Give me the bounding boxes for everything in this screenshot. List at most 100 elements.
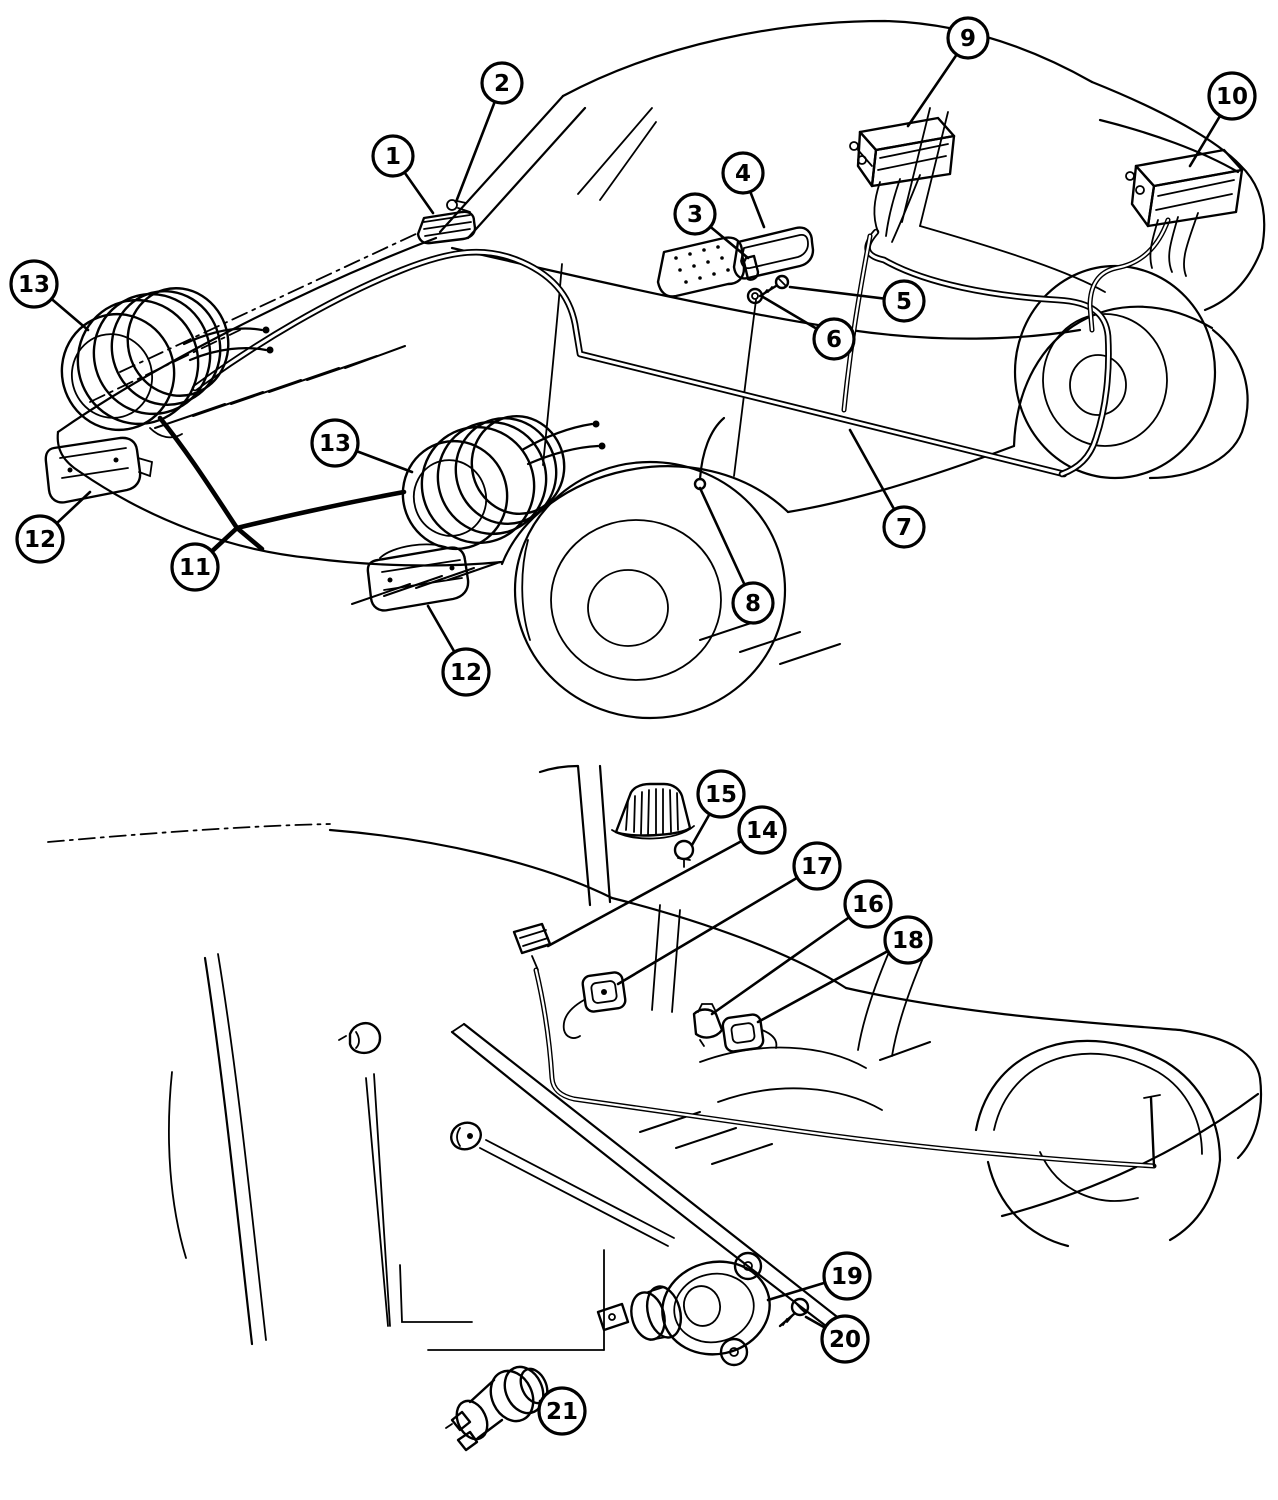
callout-20: 20 bbox=[804, 1314, 870, 1364]
callout-circle bbox=[537, 1386, 587, 1436]
headlamp-assembly-left bbox=[60, 287, 274, 439]
side-marker-nut bbox=[746, 287, 764, 305]
callout-circle bbox=[673, 192, 717, 236]
callout-number: 6 bbox=[826, 327, 842, 353]
callout-3: 3 bbox=[673, 192, 750, 260]
callout-leader-line bbox=[616, 864, 819, 986]
callout-circle bbox=[946, 16, 990, 60]
callout-leader-line bbox=[546, 828, 764, 948]
callout-12: 12 bbox=[15, 490, 92, 564]
callout-number: 4 bbox=[735, 161, 751, 187]
callout-number: 19 bbox=[831, 1264, 863, 1290]
headlamp-harness-y bbox=[157, 415, 407, 552]
callout-leader-line bbox=[756, 938, 910, 1024]
callout-circle bbox=[822, 1251, 872, 1301]
headlamp-assembly-center bbox=[401, 414, 606, 551]
callout-number: 3 bbox=[687, 202, 703, 228]
turn-signal-lamp-center bbox=[366, 543, 470, 612]
callout-13: 13 bbox=[9, 259, 90, 332]
courtesy-switch-b bbox=[721, 1013, 778, 1053]
callout-1: 1 bbox=[371, 134, 435, 215]
callout-number: 10 bbox=[1216, 84, 1248, 110]
callout-number: 12 bbox=[450, 660, 482, 686]
callout-number: 9 bbox=[960, 26, 976, 52]
horn bbox=[596, 1251, 771, 1367]
callout-17: 17 bbox=[616, 841, 842, 986]
callout-15: 15 bbox=[690, 769, 746, 847]
callout-8: 8 bbox=[698, 486, 775, 625]
interior-hatching bbox=[639, 1041, 931, 1165]
callout-number: 8 bbox=[745, 591, 761, 617]
callout-number: 7 bbox=[896, 515, 912, 541]
courtesy-switch-a bbox=[562, 971, 627, 1039]
backup-switch bbox=[445, 1365, 549, 1452]
side-marker-lens bbox=[732, 226, 815, 280]
tail-lamp-right bbox=[1125, 148, 1244, 277]
callout-16: 16 bbox=[710, 879, 893, 1016]
turn-signal-lamp-left bbox=[44, 436, 154, 504]
callout-circle bbox=[792, 841, 842, 891]
front-wheel bbox=[513, 460, 787, 720]
callout-number: 2 bbox=[494, 71, 510, 97]
callout-number: 20 bbox=[829, 1327, 861, 1353]
callout-14: 14 bbox=[546, 805, 787, 948]
front-view-diagram bbox=[44, 19, 1266, 720]
callout-18: 18 bbox=[756, 915, 933, 1024]
callout-12: 12 bbox=[426, 604, 491, 697]
callout-number: 14 bbox=[746, 818, 778, 844]
callout-9: 9 bbox=[906, 16, 990, 128]
callout-number: 11 bbox=[179, 555, 211, 581]
callout-circle bbox=[812, 317, 856, 361]
callout-circle bbox=[731, 581, 775, 625]
flasher-unit bbox=[416, 199, 477, 245]
dome-lamp-flutes bbox=[625, 788, 679, 836]
callout-circle bbox=[843, 879, 893, 929]
side-marker-screw bbox=[758, 274, 790, 298]
callout-circle bbox=[371, 134, 415, 178]
door-jamb-switch-upper bbox=[338, 1022, 382, 1055]
side-marker-stipple bbox=[674, 245, 730, 284]
callout-number: 15 bbox=[705, 782, 737, 808]
callout-number: 1 bbox=[385, 144, 401, 170]
callout-number: 17 bbox=[801, 854, 833, 880]
callout-4: 4 bbox=[721, 151, 766, 229]
main-wiring-harness bbox=[191, 248, 1068, 478]
callout-13: 13 bbox=[310, 418, 414, 474]
callout-number: 16 bbox=[852, 892, 884, 918]
callout-number: 13 bbox=[18, 272, 50, 298]
rear-wiring-harness bbox=[841, 217, 1171, 478]
callout-circle bbox=[480, 61, 524, 105]
callout-21: 21 bbox=[537, 1386, 587, 1436]
callout-circle bbox=[170, 542, 220, 592]
callout-7: 7 bbox=[848, 428, 926, 549]
car-body-front-view bbox=[56, 19, 1266, 720]
tail-lamp-left bbox=[849, 116, 956, 243]
dome-lamp bbox=[611, 782, 695, 868]
callout-circle bbox=[310, 418, 360, 468]
callout-leader-line bbox=[710, 902, 870, 1016]
courtesy-bulb bbox=[692, 1003, 724, 1047]
dome-lamp-bulb bbox=[673, 839, 695, 868]
door-jamb-switch-lower bbox=[450, 1121, 482, 1151]
callout-circle bbox=[737, 805, 787, 855]
callout-circle bbox=[721, 151, 765, 195]
callout-10: 10 bbox=[1188, 71, 1257, 168]
car-body-rear-view bbox=[47, 764, 1263, 1351]
callout-circle bbox=[820, 1314, 870, 1364]
callout-number: 21 bbox=[546, 1399, 578, 1425]
interior-lamp-wire bbox=[512, 922, 1161, 1169]
callout-circle bbox=[1207, 71, 1257, 121]
callout-circle bbox=[441, 647, 491, 697]
rocker-hatching bbox=[699, 619, 841, 665]
flasher-bulb bbox=[446, 199, 458, 211]
callout-circle bbox=[696, 769, 746, 819]
callout-number: 12 bbox=[24, 527, 56, 553]
callout-19: 19 bbox=[766, 1251, 872, 1302]
callout-circle bbox=[883, 915, 933, 965]
callout-number: 5 bbox=[896, 289, 912, 315]
side-marker-lamp bbox=[656, 226, 815, 305]
callout-6: 6 bbox=[761, 295, 856, 361]
rear-view-diagram bbox=[47, 764, 1263, 1452]
horn-screw bbox=[778, 1297, 810, 1328]
